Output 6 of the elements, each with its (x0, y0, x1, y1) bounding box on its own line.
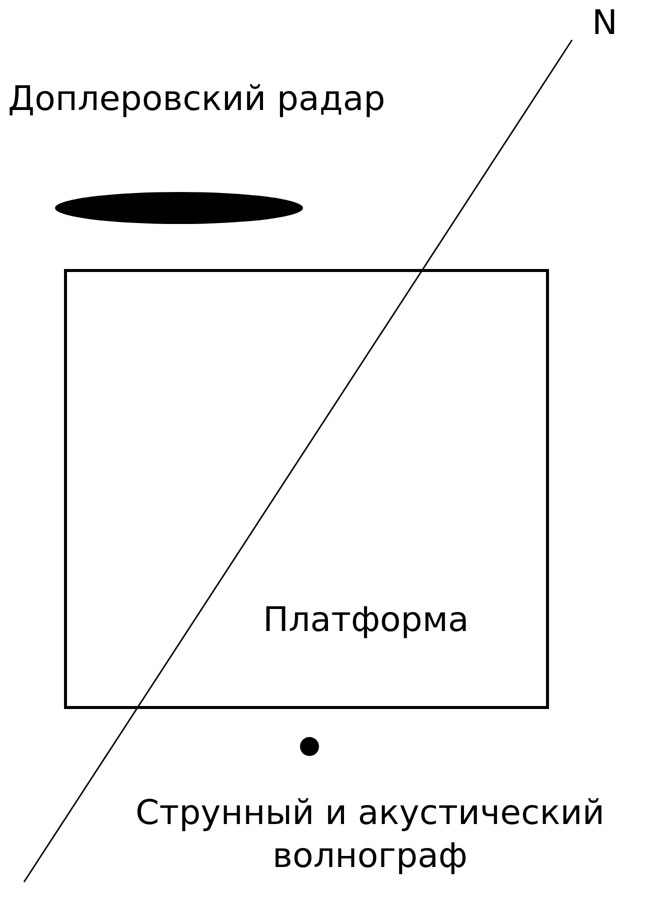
gauge-dot (300, 737, 319, 756)
north-label: N (592, 2, 618, 44)
platform-label: Платформа (263, 600, 469, 640)
node-label: Струнный и акустический волнограф (134, 792, 606, 877)
platform-box (64, 269, 549, 709)
node-label: Доплеровский радар (8, 78, 386, 120)
